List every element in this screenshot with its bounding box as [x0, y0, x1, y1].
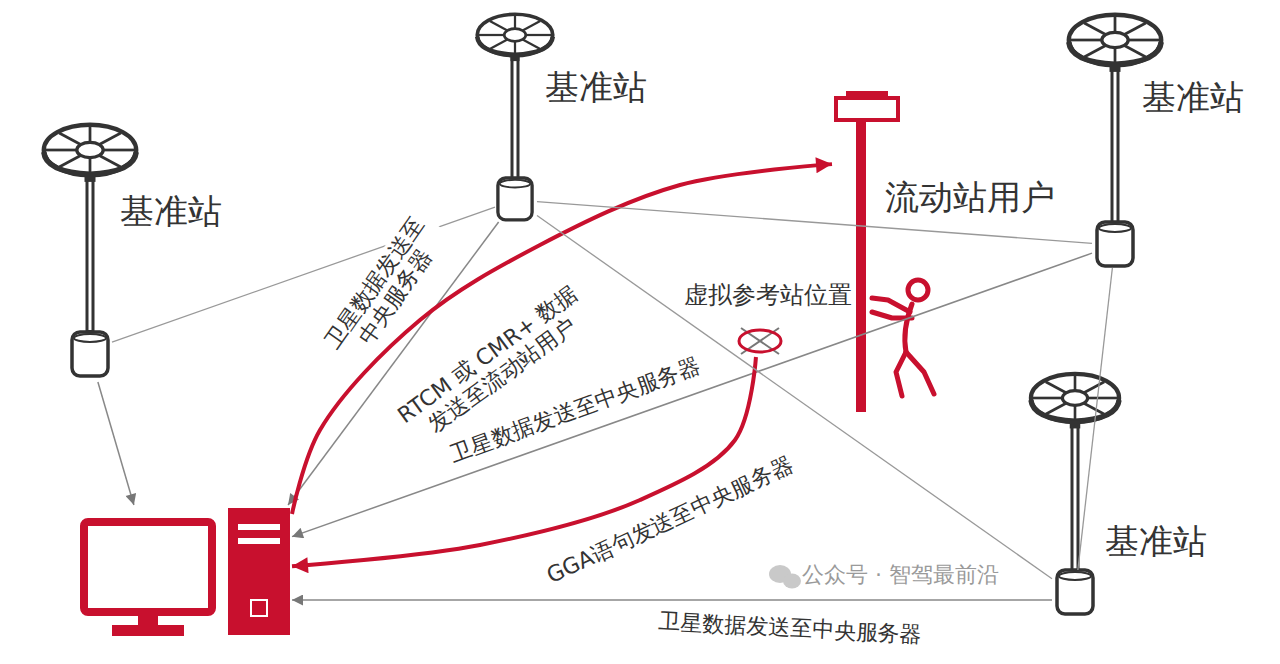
base-station-antenna: [1031, 374, 1119, 614]
rover-pole: [836, 91, 898, 412]
central-server: [78, 505, 292, 638]
base-station: 基准站: [495, 178, 537, 222]
data-flow-arrow: [292, 599, 1052, 601]
base-station: 基准站: [1092, 222, 1138, 268]
surveyor-figure: [872, 280, 934, 396]
node-label: 基准站: [120, 192, 222, 231]
watermark: 公众号 · 智驾最前沿: [802, 562, 999, 588]
data-flow-arrow: [292, 164, 832, 514]
vrs-marker: [735, 325, 785, 357]
data-flow-arrow: [98, 382, 134, 505]
data-flow-arrow: [292, 357, 756, 566]
rover-station: 流动站用户: [832, 90, 900, 415]
base-station: 基准站: [68, 328, 112, 382]
virtual-reference-station: 虚拟参考站位置: [735, 325, 785, 357]
data-flow-arrow: [292, 253, 1092, 537]
watermark-icon: [769, 565, 801, 589]
edge-label: 卫星数据发送至中央服务器: [656, 608, 925, 647]
base-station-antenna: [1069, 15, 1161, 266]
base-station-antenna: [477, 14, 553, 220]
edge-label: 卫星数据发送至 中央服务器: [317, 208, 454, 373]
node-label: 流动站用户: [885, 178, 1055, 217]
node-label: 虚拟参考站位置: [684, 282, 852, 310]
base-station: 基准站: [1052, 570, 1098, 615]
central-server: [84, 508, 290, 636]
edge-label: GGA语句发送至中央服务器: [541, 451, 799, 589]
node-label: 基准站: [1105, 522, 1207, 561]
node-label: 基准站: [1142, 78, 1244, 117]
node-label: 基准站: [545, 68, 647, 107]
